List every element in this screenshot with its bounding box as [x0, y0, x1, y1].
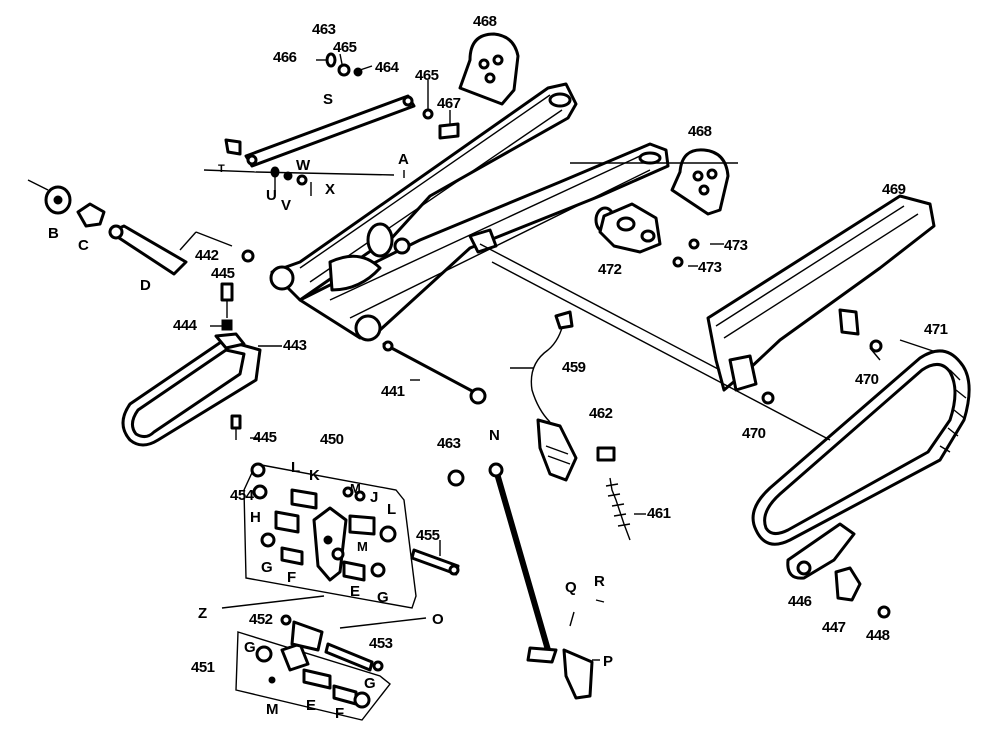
nut-463 — [447, 469, 465, 487]
label-l-2: L — [387, 501, 396, 518]
label-e-1: E — [350, 583, 360, 600]
pivot-bushings — [27, 179, 188, 276]
label-n: N — [489, 427, 500, 444]
label-m-1: M — [350, 481, 361, 496]
label-v: V — [281, 197, 291, 214]
label-g-2: G — [377, 589, 389, 606]
tensioner-446-447-448 — [786, 522, 891, 619]
label-x: X — [325, 181, 335, 198]
label-445: 445 — [211, 265, 235, 282]
label-459: 459 — [562, 359, 586, 376]
label-453: 453 — [369, 635, 393, 652]
label-t: T — [218, 163, 225, 175]
label-u: U — [266, 187, 277, 204]
label-441: 441 — [381, 383, 405, 400]
label-w: W — [296, 157, 310, 174]
label-454: 454 — [230, 487, 254, 504]
label-m-3: M — [266, 701, 279, 718]
swing-arm — [269, 82, 670, 342]
rod-441 — [382, 340, 487, 405]
linkage-box-450 — [243, 462, 460, 609]
label-452: 452 — [249, 611, 273, 628]
spring-461 — [596, 446, 631, 541]
side-stand-n — [488, 462, 605, 700]
label-446: 446 — [788, 593, 812, 610]
bracket-472 — [598, 202, 700, 268]
label-466: 466 — [273, 49, 297, 66]
link-s — [224, 94, 416, 168]
label-445-b: 445 — [253, 429, 277, 446]
label-e-2: E — [306, 697, 316, 714]
label-l-1: L — [291, 459, 300, 476]
label-455: 455 — [416, 527, 440, 544]
label-467: 467 — [437, 95, 461, 112]
label-461: 461 — [647, 505, 671, 522]
label-468-top: 468 — [473, 13, 497, 30]
label-m-2: M — [357, 539, 368, 554]
label-h: H — [250, 509, 261, 526]
label-g-1: G — [261, 559, 273, 576]
label-k: K — [309, 467, 320, 484]
label-451: 451 — [191, 659, 215, 676]
label-g-3: G — [244, 639, 256, 656]
label-442: 442 — [195, 247, 219, 264]
label-447: 447 — [822, 619, 846, 636]
plate-468-top — [458, 32, 520, 106]
label-r: R — [594, 573, 605, 590]
label-z: Z — [198, 605, 207, 622]
small-bolts-left — [179, 231, 255, 440]
label-448: 448 — [866, 627, 890, 644]
leader-lines — [203, 53, 937, 661]
label-470-a: 470 — [855, 371, 879, 388]
label-470-b: 470 — [742, 425, 766, 442]
label-472: 472 — [598, 261, 622, 278]
label-462: 462 — [589, 405, 613, 422]
label-468-right: 468 — [688, 123, 712, 140]
chain-guide-443 — [121, 332, 262, 447]
label-473-a: 473 — [724, 237, 748, 254]
top-hardware — [270, 52, 460, 196]
label-b: B — [48, 225, 59, 242]
label-464: 464 — [375, 59, 399, 76]
label-443: 443 — [283, 337, 307, 354]
label-444: 444 — [173, 317, 197, 334]
label-471: 471 — [924, 321, 948, 338]
plate-468-right — [670, 148, 730, 216]
chain-case-469 — [706, 194, 936, 405]
label-f-1: F — [287, 569, 296, 586]
label-d: D — [140, 277, 151, 294]
label-g-4: G — [364, 675, 376, 692]
label-p: P — [603, 653, 613, 670]
label-463: 463 — [312, 21, 336, 38]
sensor-459 — [530, 310, 578, 482]
label-q: Q — [565, 579, 577, 596]
label-j: J — [370, 489, 378, 506]
label-473-b: 473 — [698, 259, 722, 276]
label-a: A — [398, 151, 409, 168]
label-465: 465 — [333, 39, 357, 56]
label-f-2: F — [335, 705, 344, 722]
label-469: 469 — [882, 181, 906, 198]
label-463-b: 463 — [437, 435, 461, 452]
label-s: S — [323, 91, 333, 108]
linkage-box-451 — [221, 595, 427, 721]
label-465-b: 465 — [415, 67, 439, 84]
label-c: C — [78, 237, 89, 254]
label-450: 450 — [320, 431, 344, 448]
label-o: O — [432, 611, 444, 628]
drive-chain-471 — [751, 349, 971, 546]
